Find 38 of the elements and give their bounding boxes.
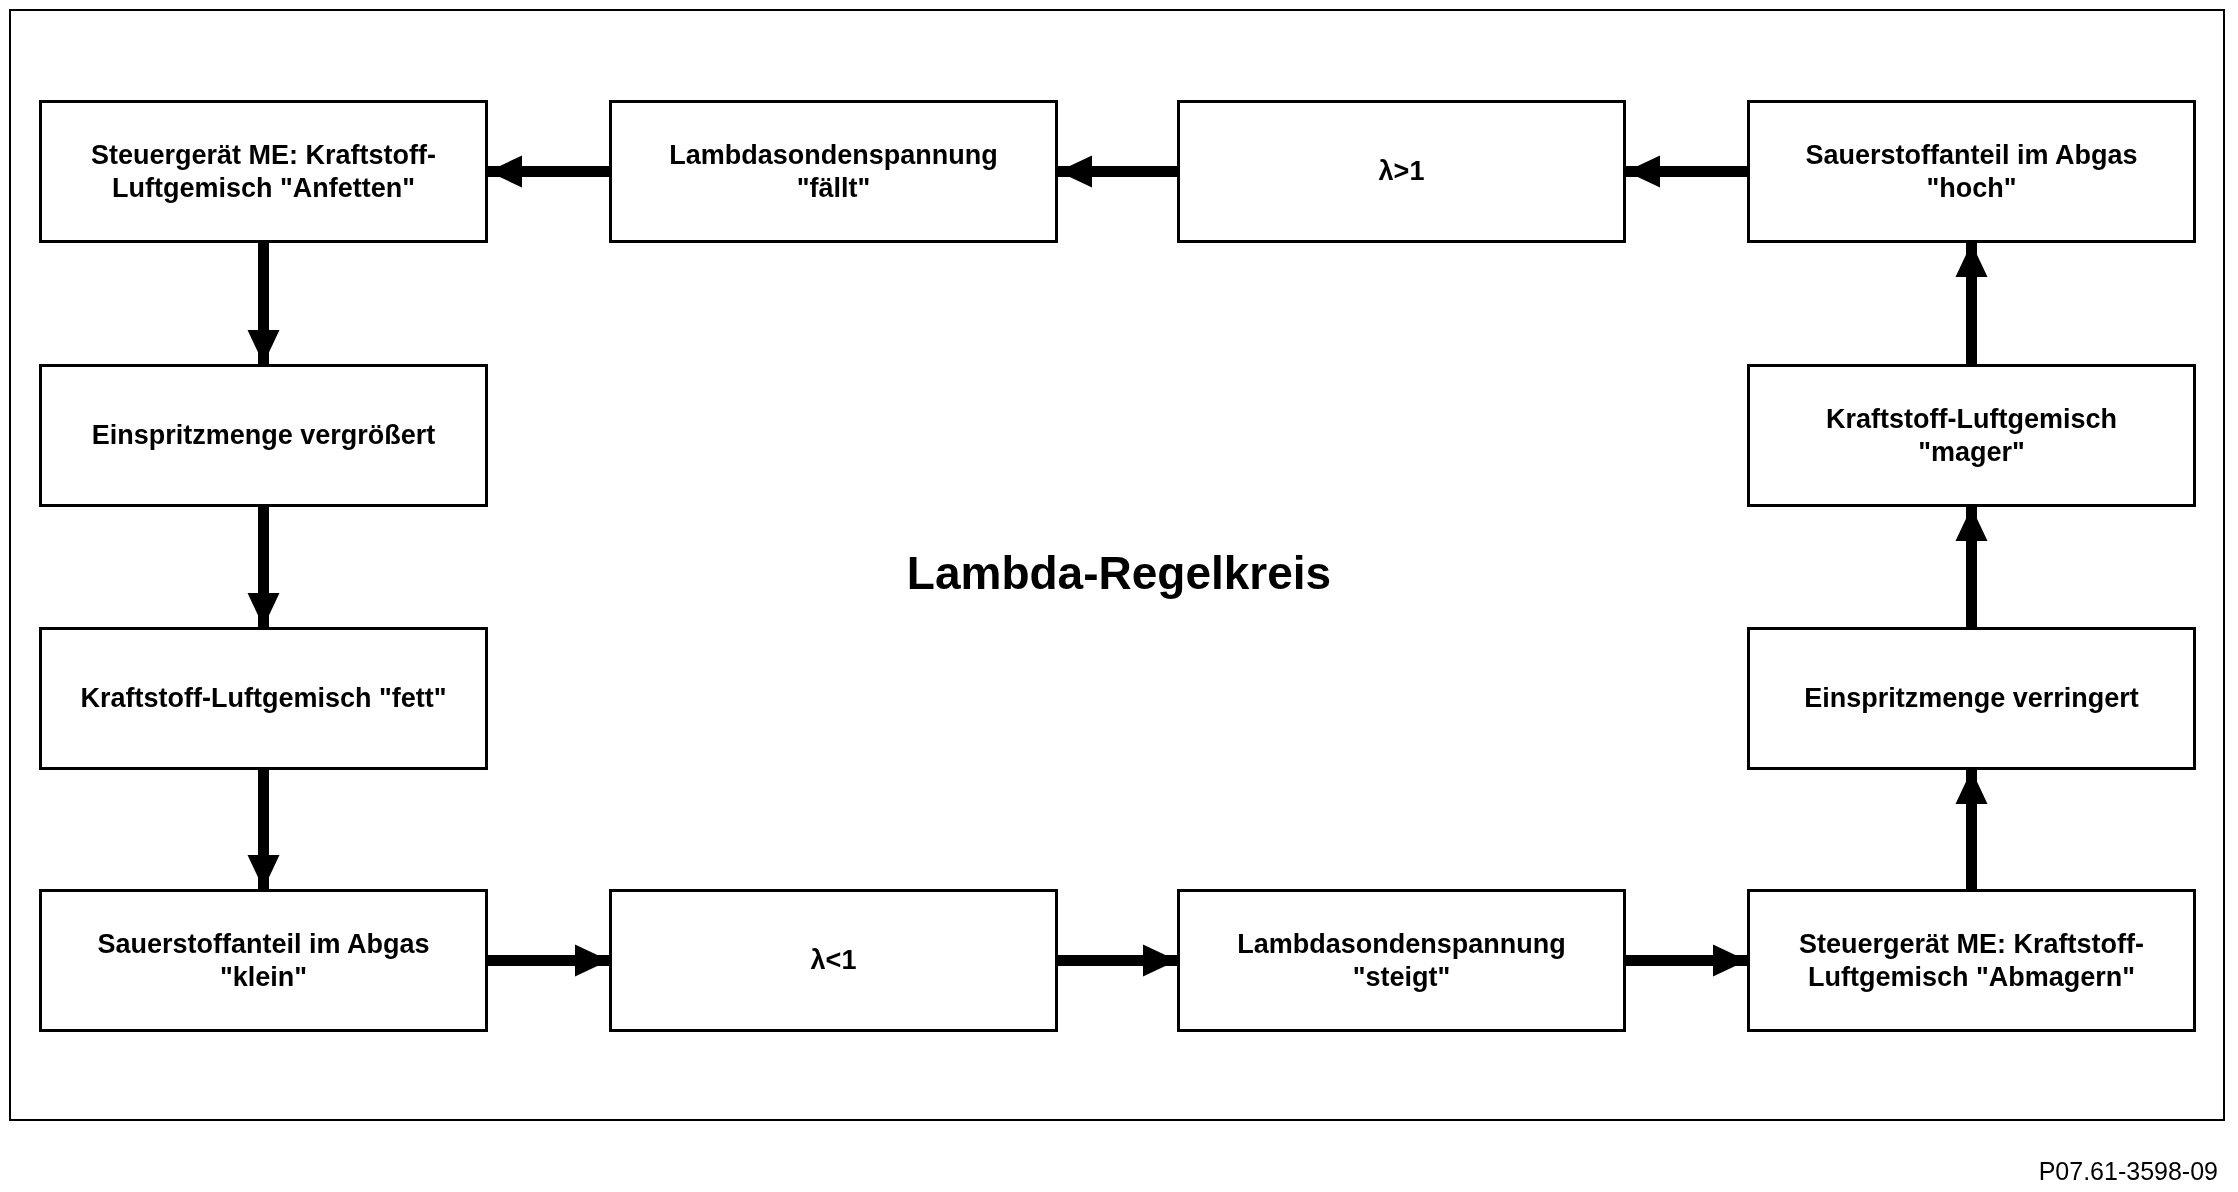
arrow [488, 155, 609, 188]
box-text: Lambdasondenspannung "steigt" [1236, 928, 1567, 993]
process-box [1747, 889, 2196, 1032]
arrow [1058, 944, 1177, 977]
box-text: Sauerstoffanteil im Abgas "hoch" [1804, 139, 2139, 204]
arrow [488, 944, 609, 977]
arrow [1955, 243, 1988, 364]
box-text: Einspritzmenge verringert [1804, 682, 2139, 715]
arrow [1955, 770, 1988, 889]
process-box [1747, 100, 2196, 243]
box-text: λ>1 [1378, 155, 1425, 188]
arrow [1626, 944, 1747, 977]
box-text: Kraftstoff-Luftgemisch "mager" [1825, 403, 2118, 468]
box-text: Steuergerät ME: Kraftstoff-Luftgemisch "Abmagern" [1798, 928, 2145, 993]
box-text: Kraftstoff-Luftgemisch "fett" [80, 682, 447, 715]
process-box [609, 889, 1058, 1032]
arrow [1626, 155, 1747, 188]
arrow [1058, 155, 1177, 188]
figure-id: P07.61-3598-09 [2038, 1157, 2218, 1186]
process-box [1177, 889, 1626, 1032]
box-text: λ<1 [810, 944, 857, 977]
arrow [247, 770, 280, 889]
process-box [1747, 364, 2196, 507]
process-box [39, 364, 488, 507]
arrow [247, 243, 280, 364]
process-box [1747, 627, 2196, 770]
box-text: Steuergerät ME: Kraftstoff-Luftgemisch "Anfetten" [90, 139, 437, 204]
process-box [609, 100, 1058, 243]
process-box [39, 627, 488, 770]
box-text: Lambdasondenspannung "fällt" [668, 139, 999, 204]
arrow [247, 507, 280, 627]
box-text: Sauerstoffanteil im Abgas "klein" [96, 928, 431, 993]
diagram-title: Lambda-Regelkreis [906, 547, 1332, 599]
process-box [39, 100, 488, 243]
process-box [39, 889, 488, 1032]
box-text: Einspritzmenge vergrößert [91, 419, 436, 452]
arrow [1955, 507, 1988, 627]
process-box [1177, 100, 1626, 243]
